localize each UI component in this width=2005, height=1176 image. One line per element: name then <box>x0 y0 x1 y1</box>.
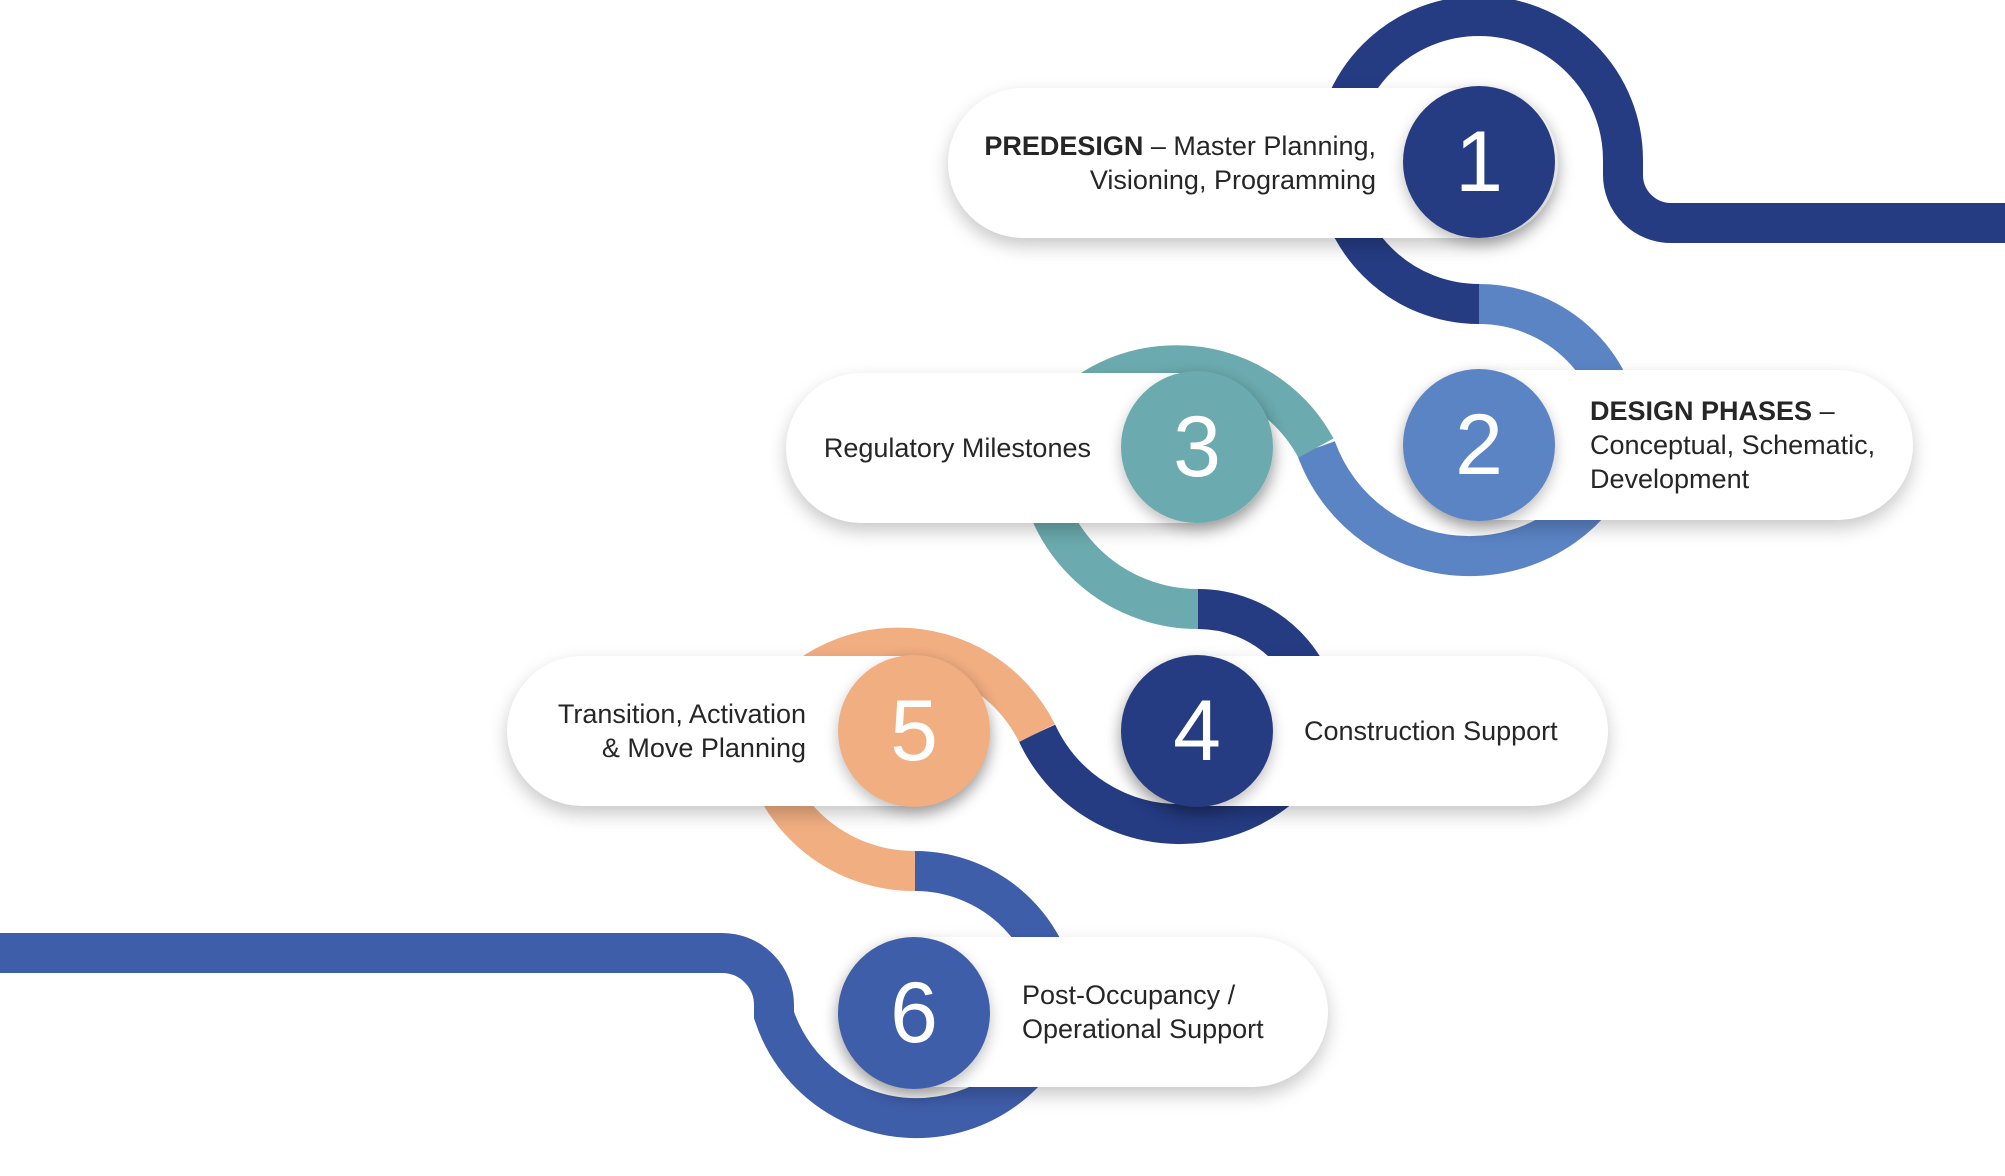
step-2-number: 2 <box>1403 369 1555 521</box>
step-5-number: 5 <box>838 655 990 807</box>
step-1-title: PREDESIGN <box>984 131 1144 161</box>
step-6-line2: Operational Support <box>1022 1014 1264 1044</box>
step-1-text: PREDESIGN – Master Planning, Visioning, … <box>984 129 1376 197</box>
step-3-number: 3 <box>1121 371 1273 523</box>
step-2-line2: Conceptual, Schematic, <box>1590 430 1876 460</box>
step-3-line1: Regulatory Milestones <box>823 433 1091 463</box>
step-4-text: Construction Support <box>1304 714 1558 748</box>
step-1-line1: – Master Planning, <box>1143 131 1376 161</box>
step-3-text: Regulatory Milestones <box>824 431 1091 465</box>
step-2-line1: – <box>1812 396 1835 426</box>
step-6-number: 6 <box>838 937 990 1089</box>
step-2-text: DESIGN PHASES – Conceptual, Schematic, D… <box>1590 394 1875 496</box>
step-4-number: 4 <box>1121 655 1273 807</box>
path-1-outer-arc <box>1315 0 2005 243</box>
step-5-line1: Transition, Activation <box>557 699 806 729</box>
step-4-line1: Construction Support <box>1304 716 1558 746</box>
step-2-line3: Development <box>1590 464 1750 494</box>
step-1-line2: Visioning, Programming <box>1089 165 1376 195</box>
step-2-title: DESIGN PHASES <box>1590 396 1813 426</box>
step-5-line2: & Move Planning <box>601 733 806 763</box>
step-1-number: 1 <box>1403 86 1555 238</box>
step-6-line1: Post-Occupancy / <box>1022 980 1236 1010</box>
step-6-text: Post-Occupancy / Operational Support <box>1022 978 1264 1046</box>
step-5-text: Transition, Activation & Move Planning <box>558 697 806 765</box>
